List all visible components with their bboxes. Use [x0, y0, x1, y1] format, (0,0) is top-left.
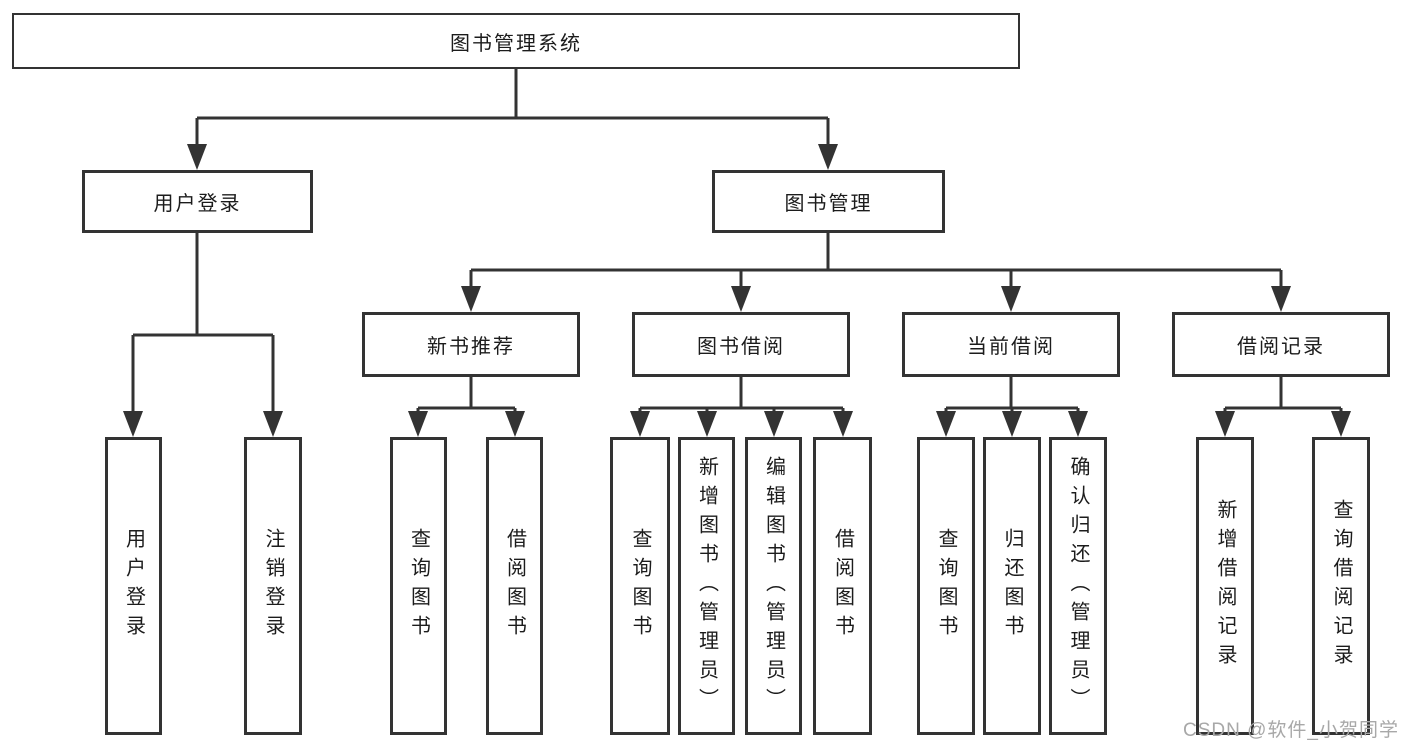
node-library-management-system: 图书管理系统 — [12, 13, 1020, 69]
leaf-add-books-admin: 新增图书（管理员） — [678, 437, 735, 735]
node-current-borrowing: 当前借阅 — [902, 312, 1120, 377]
leaf-edit-books-admin: 编辑图书（管理员） — [745, 437, 802, 735]
node-book-borrowing: 图书借阅 — [632, 312, 850, 377]
node-user-login: 用户登录 — [82, 170, 313, 233]
node-borrowing-records: 借阅记录 — [1172, 312, 1390, 377]
node-new-book-recommendation: 新书推荐 — [362, 312, 580, 377]
leaf-query-borrow-record: 查询借阅记录 — [1312, 437, 1370, 735]
leaf-add-borrow-record: 新增借阅记录 — [1196, 437, 1254, 735]
leaf-borrow-books: 借阅图书 — [813, 437, 872, 735]
leaf-borrow-books: 借阅图书 — [486, 437, 543, 735]
leaf-return-books: 归还图书 — [983, 437, 1041, 735]
leaf-confirm-return-admin: 确认归还（管理员） — [1049, 437, 1107, 735]
leaf-query-books: 查询图书 — [610, 437, 670, 735]
leaf-query-books: 查询图书 — [917, 437, 975, 735]
leaf-query-books: 查询图书 — [390, 437, 447, 735]
csdn-watermark: CSDN @软件_小贺同学 — [1183, 720, 1399, 741]
leaf-user-login: 用户登录 — [105, 437, 162, 735]
node-book-management: 图书管理 — [712, 170, 945, 233]
leaf-logout: 注销登录 — [244, 437, 302, 735]
